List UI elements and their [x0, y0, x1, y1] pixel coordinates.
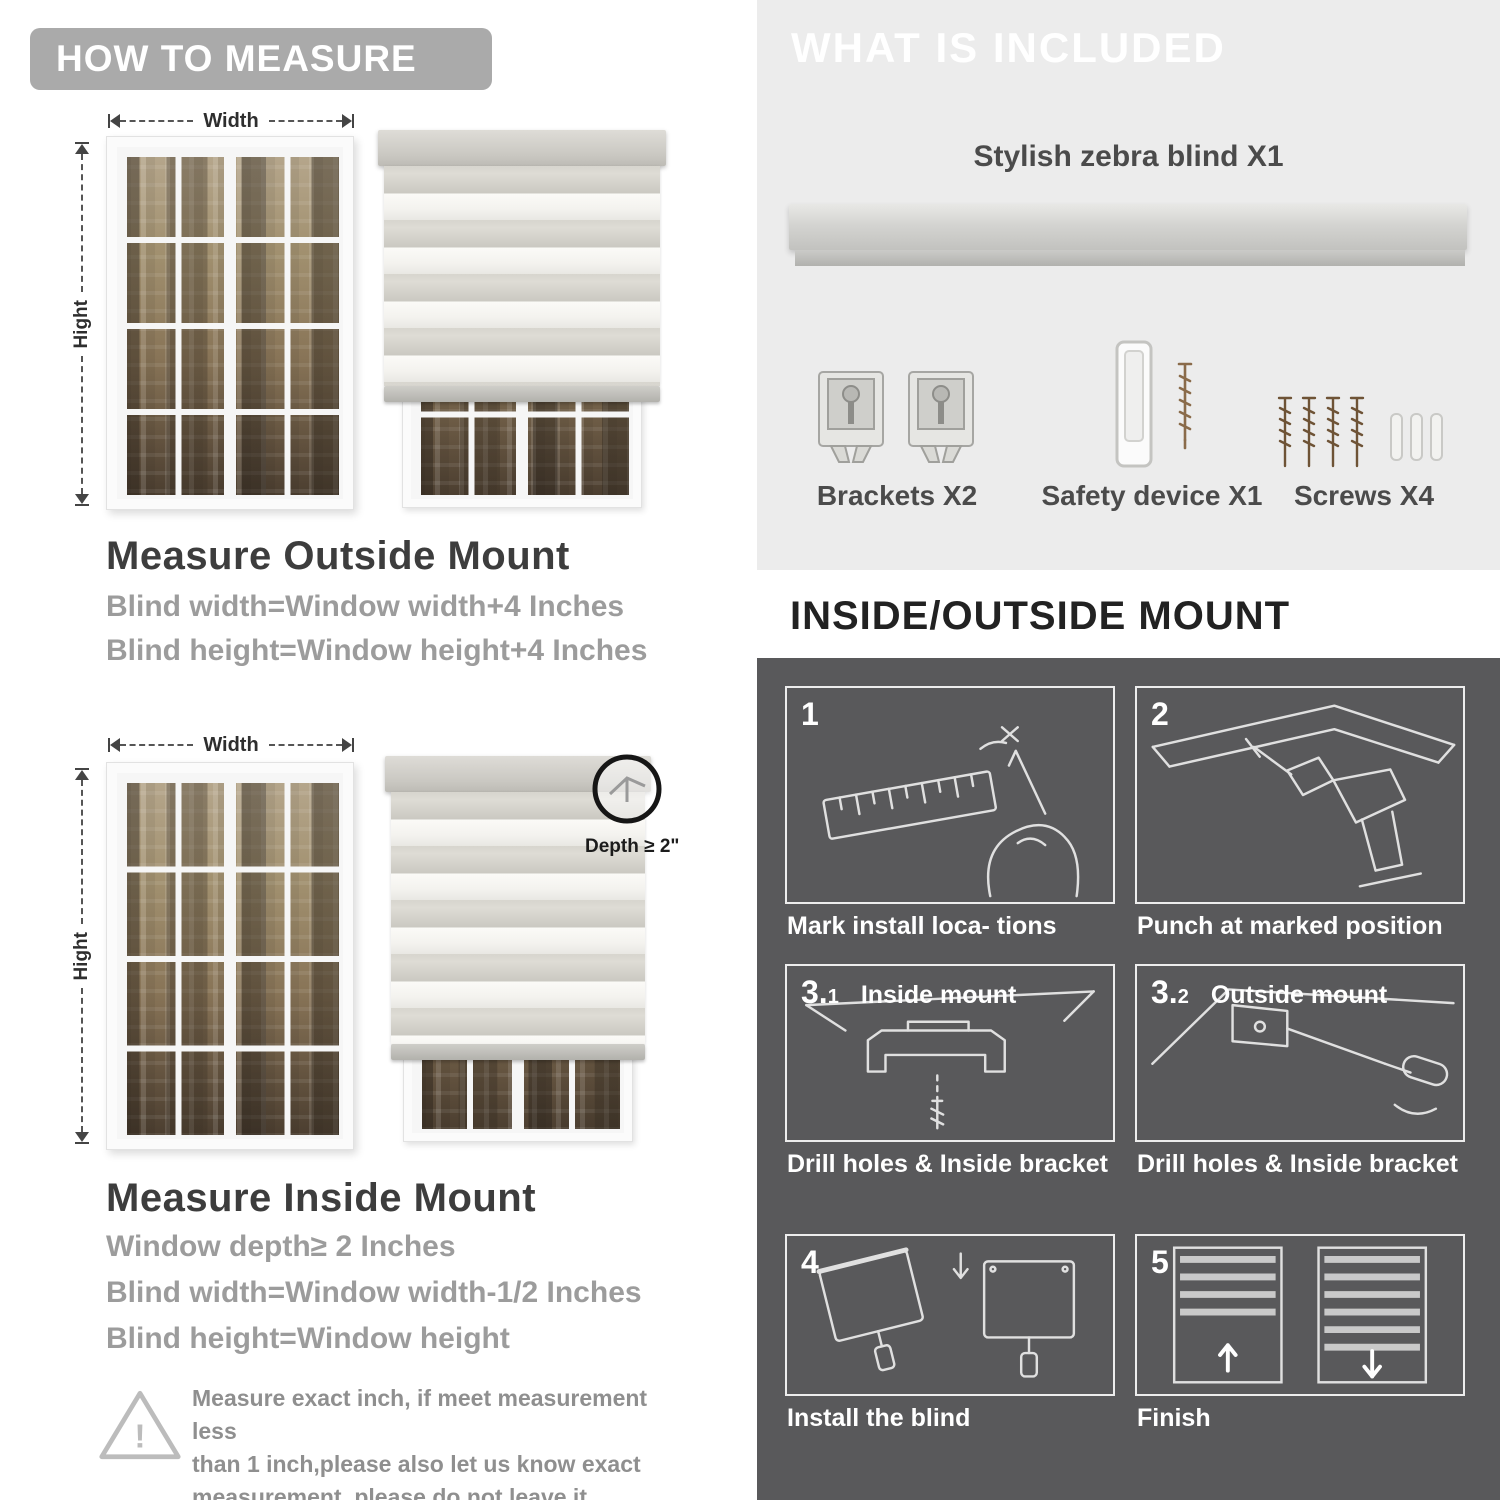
- step-caption-4: Install the blind: [787, 1404, 971, 1432]
- step-caption-1: Mark install loca- tions: [787, 912, 1057, 940]
- brackets-label: Brackets X2: [816, 480, 978, 511]
- step-caption-3-2: Drill holes & Inside bracket: [1137, 1150, 1458, 1178]
- outside-bracket-illustration: [1151, 988, 1455, 1115]
- inside-rule-depth: Window depth≥ 2 Inches: [106, 1230, 456, 1263]
- inside-bracket-illustration: [805, 990, 1095, 1130]
- product-label: Stylish zebra blind X1: [973, 140, 1284, 173]
- depth-label: Depth ≥ 2": [585, 836, 680, 857]
- step-box-2: 2: [1135, 686, 1465, 904]
- step-caption-3-1: Drill holes & Inside bracket: [787, 1150, 1108, 1178]
- arrow-right-icon: [342, 738, 353, 752]
- arrow-left-icon: [110, 738, 120, 752]
- arrow-cap: [75, 142, 89, 144]
- arrow-cap: [352, 114, 355, 128]
- window-illustration-outside: [106, 136, 354, 510]
- step-number: 4: [801, 1244, 819, 1280]
- zebra-blind-illustration-outside: [378, 130, 666, 510]
- what-is-included-title: WHAT IS INCLUDED: [791, 24, 1226, 71]
- step-caption-5: Finish: [1137, 1404, 1211, 1432]
- step-number: 5: [1151, 1244, 1169, 1280]
- zebra-blind-illustration-inside: [385, 756, 651, 1144]
- step-caption-2: Punch at marked position: [1137, 912, 1443, 940]
- blind-bottom-rail: [391, 1044, 645, 1060]
- arrow-cap: [75, 504, 89, 507]
- install-blind-illustration: [816, 1247, 1076, 1378]
- depth-callout-circle: [590, 752, 664, 826]
- mount-steps-panel: 1 Mark install loca- tions: [757, 658, 1500, 1500]
- height-label: Hight: [71, 931, 92, 981]
- inside-outside-mount-title: INSIDE/OUTSIDE MOUNT: [790, 594, 1291, 638]
- arrow-left-icon: [110, 114, 120, 128]
- outside-rule-height: Blind height=Window height+4 Inches: [106, 634, 648, 667]
- outside-mount-heading: Measure Outside Mount: [106, 534, 570, 578]
- height-arrow-inside: Hight: [70, 768, 94, 1145]
- warning-triangle-icon: !: [99, 1390, 181, 1460]
- inside-rule-height: Blind height=Window height: [106, 1322, 510, 1355]
- how-to-measure-title: HOW TO MEASURE: [30, 28, 492, 90]
- svg-text:!: !: [134, 1418, 145, 1455]
- note-line: than 1 inch,please also let us know exac…: [192, 1451, 641, 1477]
- inside-mount-heading: Measure Inside Mount: [106, 1176, 537, 1220]
- arrow-cap: [108, 114, 110, 128]
- blind-stripes: [384, 166, 660, 386]
- safety-device-icon: [1115, 340, 1193, 468]
- width-arrow-inside: Width: [108, 733, 355, 756]
- brackets-icon: [815, 366, 979, 478]
- measurement-note: Measure exact inch, if meet measurement …: [192, 1382, 672, 1500]
- width-label: Width: [203, 733, 259, 756]
- note-line: measurement, please do not leave it: [192, 1484, 587, 1500]
- what-is-included-panel: WHAT IS INCLUDED Stylish zebra blind X1 …: [757, 0, 1500, 570]
- step-box-5: 5: [1135, 1234, 1465, 1396]
- arrow-right-icon: [342, 114, 353, 128]
- screws-label: Screws X4: [1293, 480, 1435, 511]
- drill-illustration: [1151, 704, 1456, 888]
- step-number: 2: [1151, 696, 1169, 732]
- height-label: Hight: [71, 299, 92, 349]
- step-number: 1: [801, 696, 819, 732]
- headrail-lip: [795, 250, 1465, 266]
- arrow-down-icon: [75, 1132, 89, 1143]
- mark-locations-illustration: [822, 726, 1080, 898]
- blind-stripes: [391, 792, 645, 1044]
- headrail-illustration: [789, 204, 1467, 266]
- blind-cassette: [378, 130, 666, 166]
- inside-rule-width: Blind width=Window width-1/2 Inches: [106, 1276, 642, 1309]
- arrow-up-icon: [75, 144, 89, 154]
- outside-rule-width: Blind width=Window width+4 Inches: [106, 590, 625, 623]
- window-illustration-inside: [106, 762, 354, 1150]
- safety-device-label: Safety device X1: [1041, 480, 1263, 511]
- note-line: Measure exact inch, if meet measurement …: [192, 1385, 648, 1444]
- arrow-down-icon: [75, 494, 89, 505]
- finish-illustration: [1172, 1246, 1428, 1384]
- step-box-1: 1: [785, 686, 1115, 904]
- window-grid: [117, 147, 343, 499]
- height-arrow-outside: Hight: [70, 142, 94, 507]
- screws-icon: [1277, 396, 1443, 468]
- step-box-4: 4: [785, 1234, 1115, 1396]
- width-arrow-outside: Width: [108, 109, 355, 132]
- width-label: Width: [203, 109, 259, 132]
- arrow-up-icon: [75, 770, 89, 780]
- blind-bottom-rail: [384, 386, 660, 402]
